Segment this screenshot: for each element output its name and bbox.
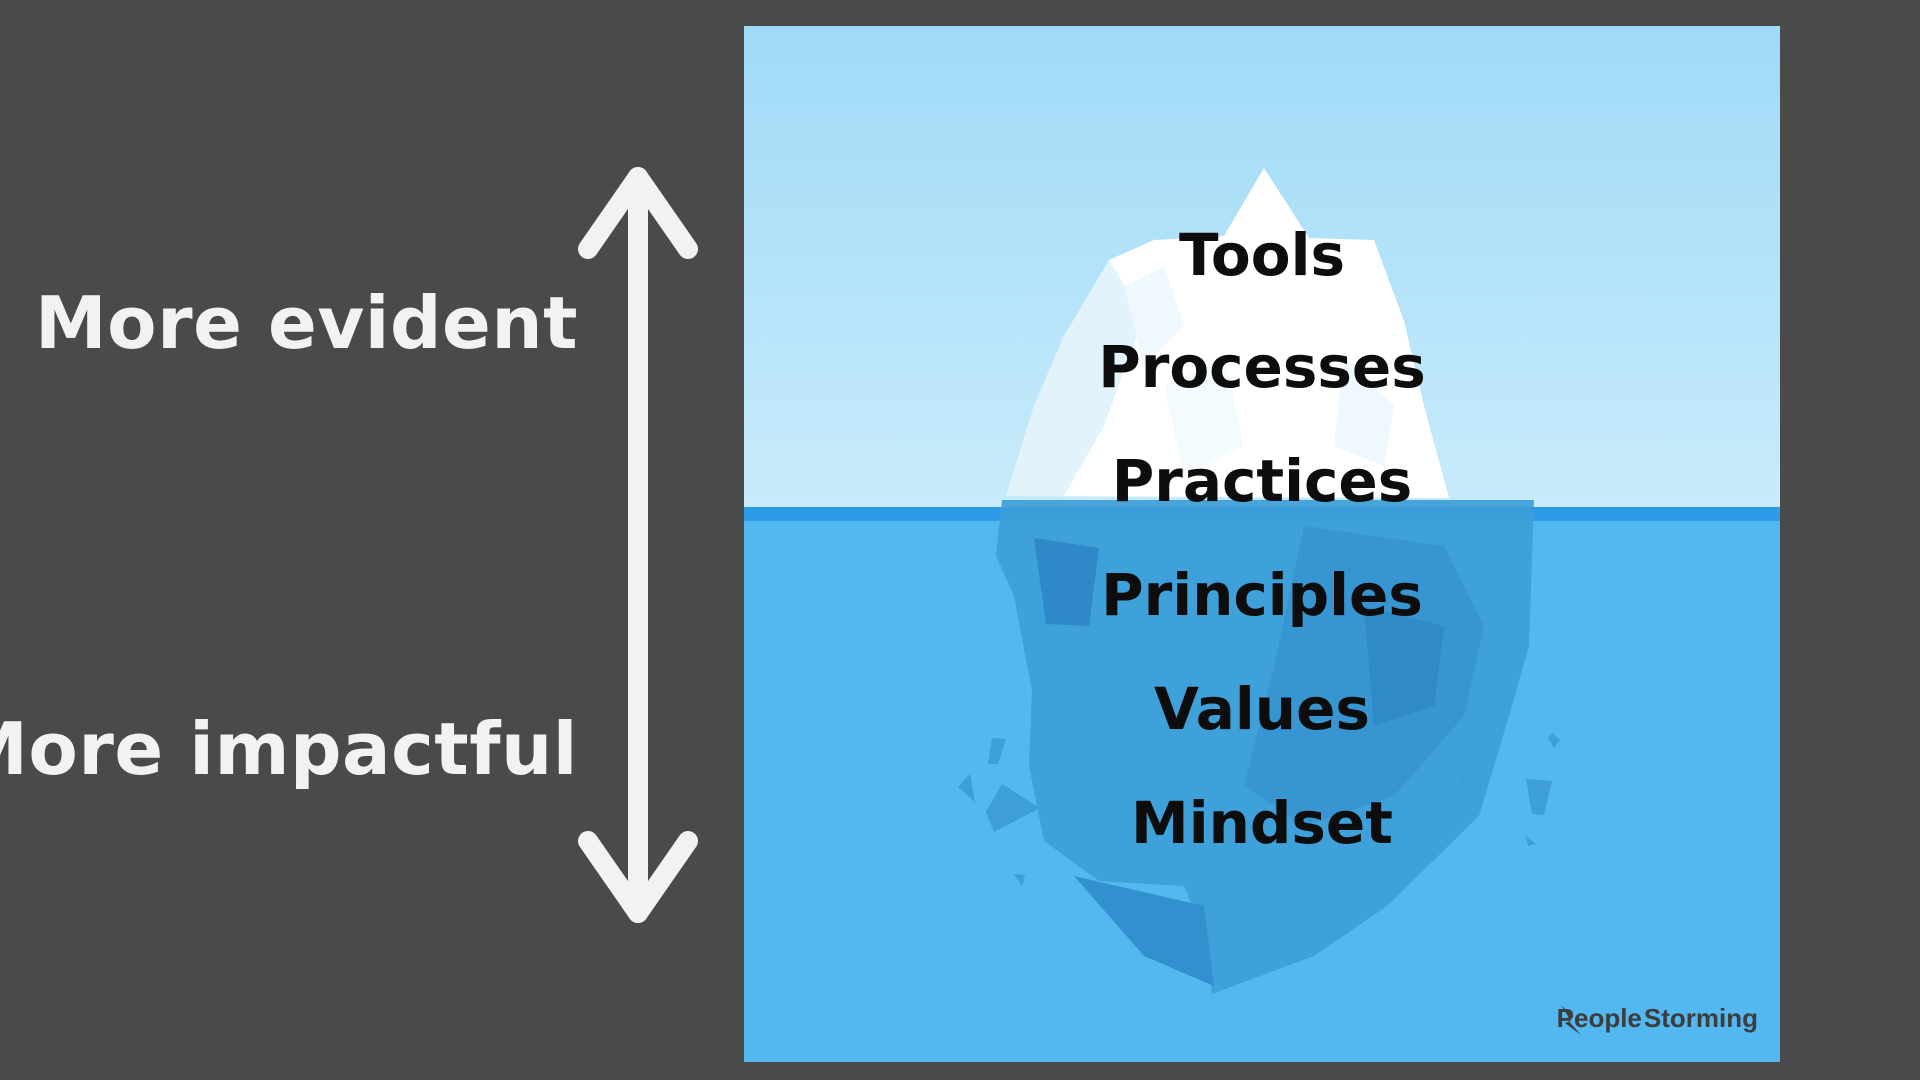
brand-text-right: Storming: [1644, 1003, 1758, 1034]
iceberg-diagram: Tools Processes Practices Principles Val…: [744, 26, 1780, 1062]
layer-label-practices: Practices: [744, 452, 1780, 510]
label-more-evident: More evident: [35, 287, 578, 359]
layer-label-principles: Principles: [744, 566, 1780, 624]
double-arrow-icon: [570, 155, 706, 935]
layer-label-tools: Tools: [744, 226, 1780, 284]
layer-label-values: Values: [744, 680, 1780, 738]
label-more-impactful: More impactful: [0, 713, 578, 785]
layer-label-processes: Processes: [744, 338, 1780, 396]
iceberg-illustration: [744, 26, 1780, 1062]
lightning-bolt-icon: [1557, 1003, 1583, 1037]
brand-logo: People Storming: [1557, 1003, 1758, 1034]
layer-label-mindset: Mindset: [744, 794, 1780, 852]
